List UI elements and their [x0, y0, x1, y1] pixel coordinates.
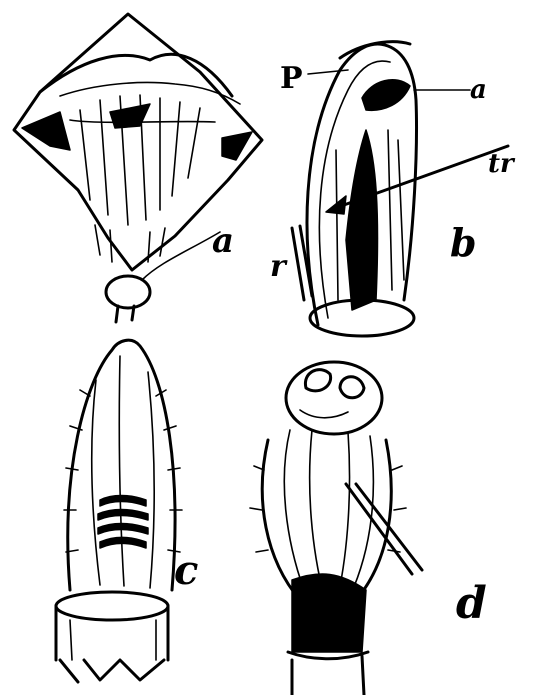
label-c: c: [174, 547, 198, 594]
label-b: b: [450, 220, 477, 265]
figure-c: [56, 340, 182, 682]
label-r: r: [270, 249, 288, 284]
figure-d: [250, 362, 422, 695]
label-p: P: [280, 61, 303, 96]
label-tr: tr: [488, 149, 516, 179]
label-a-small: a: [470, 75, 487, 105]
label-a: a: [212, 221, 234, 261]
label-d: d: [456, 578, 487, 629]
figure-a: [14, 14, 262, 322]
